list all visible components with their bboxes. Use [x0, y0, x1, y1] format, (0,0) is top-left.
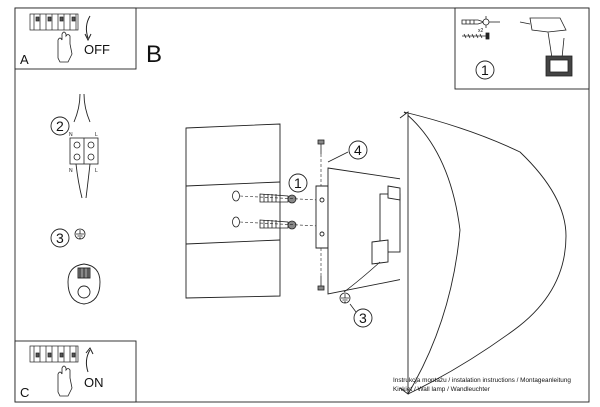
ground-lead-step-badge	[353, 308, 373, 328]
hand-icon	[57, 365, 73, 397]
switch-up-arrow-icon	[85, 349, 91, 373]
hand-icon	[57, 31, 73, 63]
wiring-step-number: 2	[56, 118, 64, 134]
terminal-label-n-top: N	[69, 132, 73, 138]
wall-lamp	[327, 111, 567, 395]
footer-line-2: Kinkiet / Wall lamp / Wandleuchter	[393, 386, 491, 393]
supply-wires	[73, 93, 91, 123]
wall-surface	[185, 123, 281, 299]
screws-step-number: 1	[294, 175, 302, 191]
panel-c-state: ON	[84, 375, 104, 390]
panel-c-letter: C	[20, 385, 29, 400]
lamp-wires	[75, 163, 91, 199]
tools-step-number: 1	[481, 62, 489, 78]
terminal-label-l-bottom: L	[95, 168, 98, 174]
screw-guide-lines	[239, 195, 319, 227]
switch-down-arrow-icon	[85, 15, 91, 39]
terminal-label-l-top: L	[95, 132, 98, 138]
drill-icon	[519, 17, 573, 77]
panel-a: A OFF	[14, 7, 137, 70]
main-section-letter: B	[146, 41, 162, 68]
terminal-block-icon	[69, 137, 99, 165]
wall-plugs	[259, 193, 297, 230]
ground-detail: 3	[50, 228, 101, 305]
ground-symbol-icon	[74, 228, 86, 240]
fixing-screws	[317, 139, 325, 291]
outer-frame	[14, 7, 590, 403]
bracket-step-badge	[348, 140, 368, 160]
drill-holes	[232, 190, 240, 228]
panel-a-state: OFF	[84, 42, 110, 57]
panel-a-letter: A	[20, 52, 29, 67]
ground-terminal-icon	[67, 263, 101, 305]
screws-step-badge	[288, 173, 308, 193]
ground-step-number: 3	[56, 230, 64, 246]
wall-plug-icon	[461, 16, 500, 28]
terminal-label-n-bottom: N	[69, 168, 73, 174]
tools-quantity: x2	[478, 28, 484, 34]
circuit-breaker-icon	[29, 345, 79, 363]
footer-line-1: Instrukcja montażu / instalation instruc…	[393, 377, 571, 384]
wiring-detail: 2 N L N L	[50, 93, 99, 199]
bracket-step-number: 4	[354, 142, 362, 158]
ground-lead-step-number: 3	[359, 310, 367, 326]
ground-lead	[339, 261, 381, 304]
tools-panel: x2 1	[454, 7, 590, 90]
tools-step-badge	[475, 60, 495, 80]
screw-icon	[462, 32, 490, 40]
circuit-breaker-icon	[29, 13, 79, 31]
panel-c: C ON	[14, 340, 137, 403]
